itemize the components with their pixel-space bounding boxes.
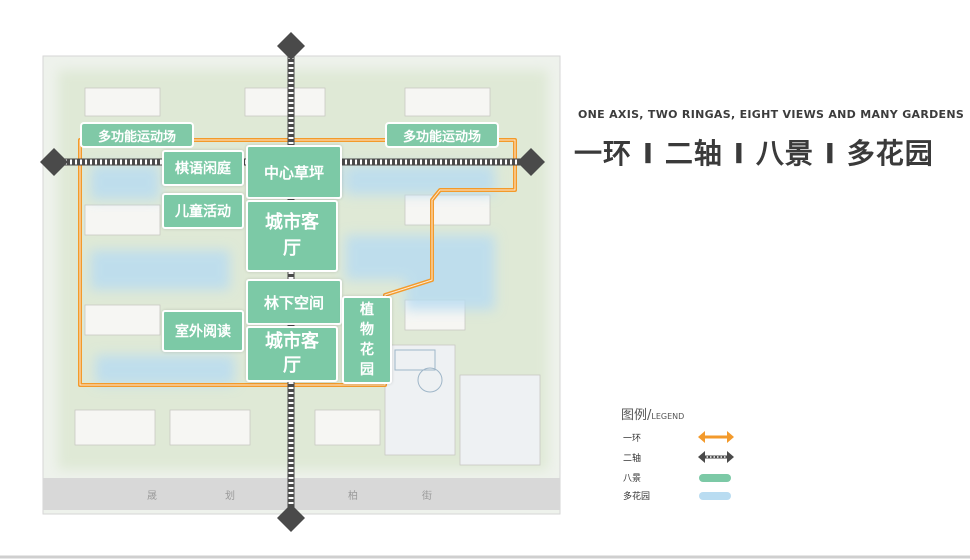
forest-space-label: 林下空间 [246, 279, 342, 325]
botanical-garden-text: 植物花园 [360, 302, 374, 378]
school-court [394, 349, 443, 393]
city-lounge-1-text: 城市客厅 [265, 212, 319, 259]
city-lounge-2-label: 城市客厅 [246, 326, 338, 382]
chess-garden-label: 棋语闲庭 [162, 150, 244, 186]
street [43, 478, 560, 510]
city-lounge-2-text: 城市客厅 [265, 331, 319, 376]
street-char-2: 划 [225, 491, 235, 502]
street-char-1: 晟 [147, 491, 157, 502]
children-activity-label: 儿童活动 [162, 193, 244, 229]
legend-ring-symbol [698, 431, 734, 443]
legend-views-symbol [699, 474, 731, 482]
legend-title: 图例/LEGEND [621, 404, 684, 423]
outdoor-reading-label: 室外阅读 [162, 310, 244, 352]
legend-item-ring: 一环 [623, 434, 642, 444]
legend-item-axis: 二轴 [623, 454, 642, 464]
multi-court-left-label: 多功能运动场 [80, 122, 194, 148]
axis-arrow-left [40, 148, 68, 176]
multi-court-right-label: 多功能运动场 [385, 122, 499, 148]
axis-arrow-right [517, 148, 545, 176]
axis-arrow-top [277, 32, 305, 60]
page-title: 一环 I 二轴 I 八景 I 多花园 [574, 137, 934, 170]
axis-arrow-bottom [277, 504, 305, 532]
buildings [74, 87, 541, 466]
legend-title-small: LEGEND [651, 412, 685, 421]
legend-symbols [698, 431, 734, 500]
legend-item-gardens: 多花园 [623, 492, 651, 502]
legend-axis-symbol [698, 451, 734, 463]
street-char-3: 柏 [348, 491, 358, 502]
legend-gardens-symbol [699, 492, 731, 500]
page-subtitle: ONE AXIS, TWO RINGAS, EIGHT VIEWS AND MA… [578, 108, 965, 121]
city-lounge-1-label: 城市客厅 [246, 200, 338, 272]
street-char-4: 街 [422, 491, 432, 502]
garden-blobs [90, 160, 495, 385]
botanical-garden-label: 植物花园 [342, 296, 392, 384]
central-lawn-label: 中心草坪 [246, 145, 342, 199]
legend-item-views: 八景 [623, 474, 642, 484]
legend-title-main: 图例/ [621, 408, 652, 423]
